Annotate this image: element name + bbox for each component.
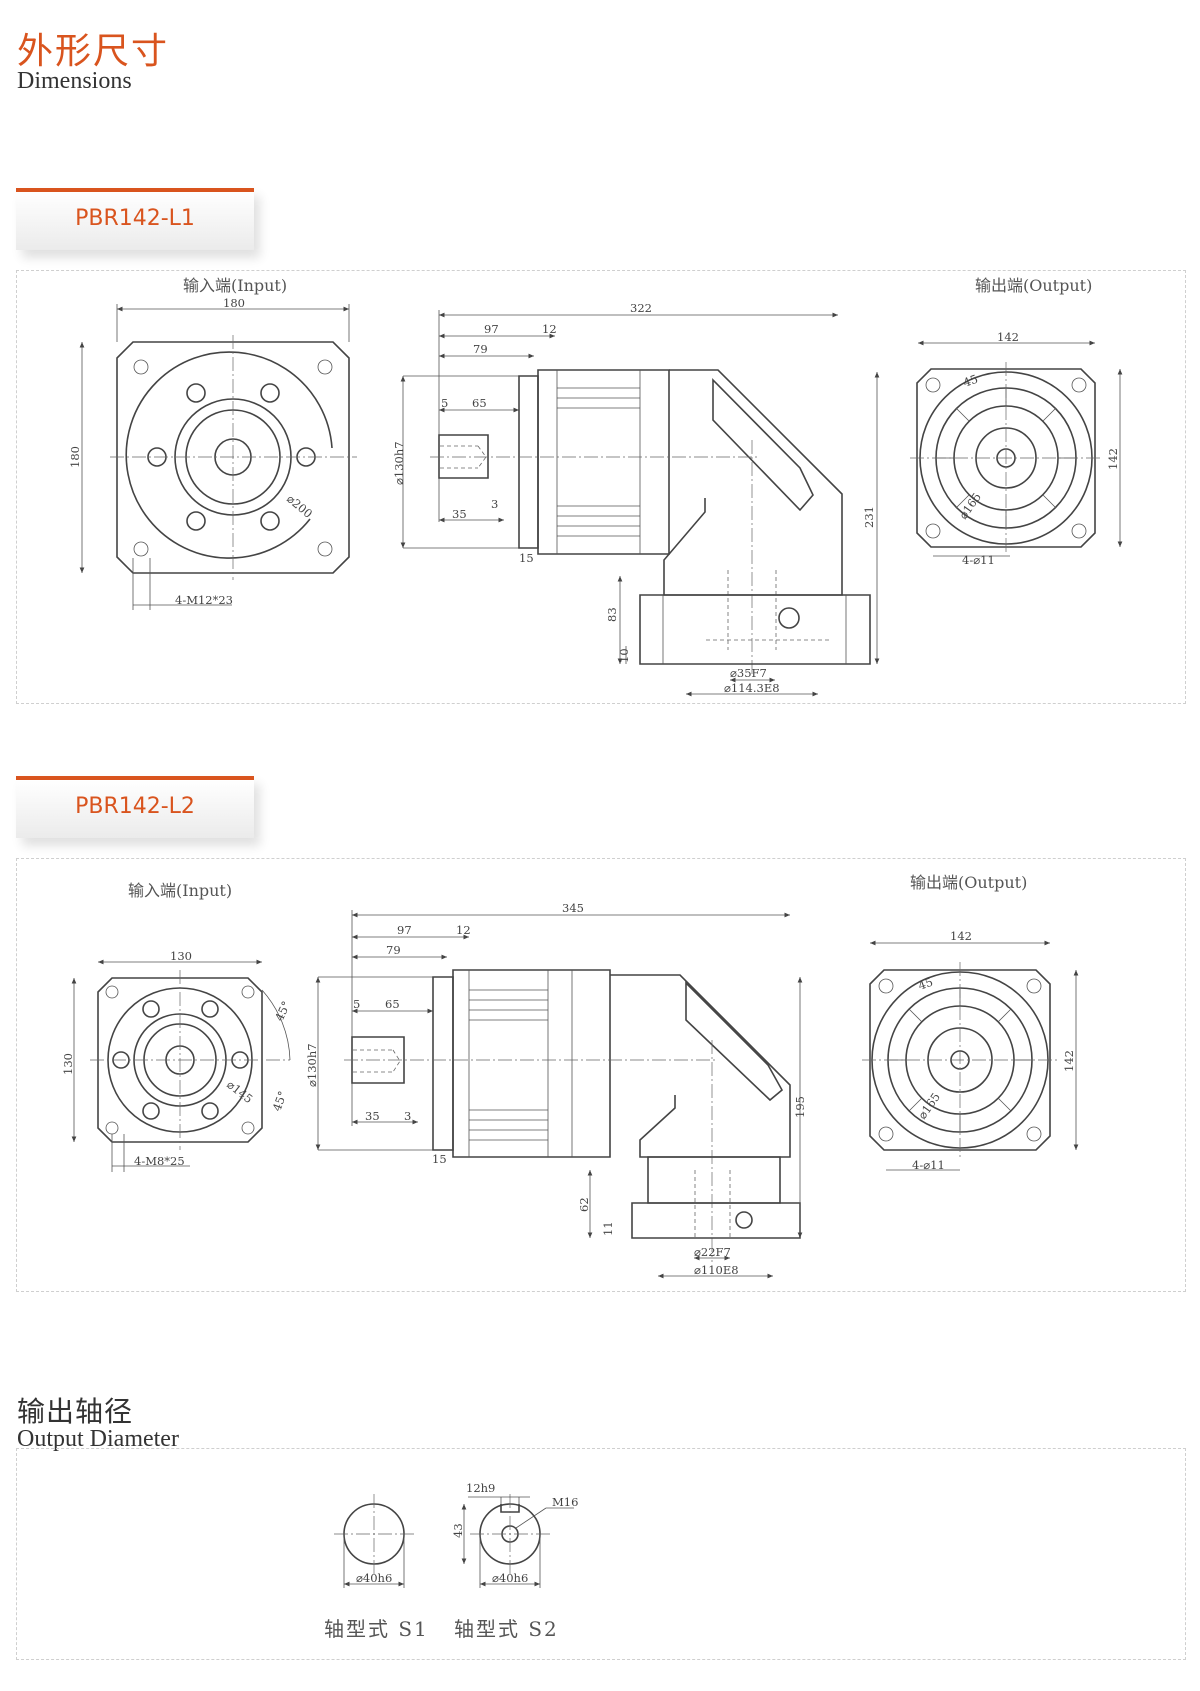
dim-input-height: 180	[68, 446, 82, 468]
dim-3: 3	[491, 497, 498, 511]
dim-out-holes: 4-⌀11	[962, 553, 995, 567]
dim-35: 35	[365, 1109, 380, 1123]
dim-out-pcd: ⌀165	[956, 490, 984, 522]
input-flange-square	[116, 341, 350, 574]
dim-10: 10	[617, 648, 631, 663]
dim-angle-a: 45°	[272, 999, 293, 1023]
input-label: 输入端(Input)	[183, 276, 287, 295]
l2-side-view: 345 97 12 79 5 65 ⌀130h7 195 62 11 15 35	[305, 901, 807, 1279]
dim-total-length: 345	[562, 901, 584, 915]
drawing-panel-shafts	[16, 1448, 1186, 1660]
input-shaft	[438, 434, 489, 479]
dim-65: 65	[385, 997, 400, 1011]
gear-housing	[663, 369, 843, 596]
dim-15: 15	[519, 551, 534, 565]
dim-total-length: 322	[630, 301, 652, 315]
dim-3: 3	[404, 1109, 411, 1123]
section-title-cn: 外形尺寸	[17, 31, 170, 72]
dim-pilot: ⌀130h7	[392, 441, 406, 485]
output-square-flange	[869, 969, 1051, 1151]
output-flange	[631, 1202, 801, 1239]
shaft-s2: ⌀40h6 12h9 43 M16 轴型式 S2	[451, 1481, 578, 1641]
l1-input-view: 输入端(Input) 180 180 ⌀200 4-M12*23	[68, 276, 357, 610]
model-tab-l2: PBR142-L2	[16, 776, 254, 838]
dim-out-holes: 4-⌀11	[912, 1158, 945, 1172]
dim-bore: ⌀35F7	[730, 666, 767, 680]
l2-input-view: 输入端(Input) 130 130 45° 45° ⌀145 4-M8*25	[61, 881, 293, 1172]
dim-79: 79	[386, 943, 401, 957]
output-label: 输出端(Output)	[910, 873, 1027, 892]
output-square-flange	[916, 368, 1096, 548]
motor-adapter-body	[452, 969, 611, 1158]
l2-output-view: 输出端(Output) 142 142 45 ⌀165 4-⌀11	[862, 873, 1079, 1172]
shaft-s2-dia: ⌀40h6	[492, 1571, 528, 1585]
model-name-label: PBR142-L1	[75, 206, 195, 231]
dim-35: 35	[452, 507, 467, 521]
dim-out-size: 142	[950, 929, 972, 943]
output-flange	[639, 594, 871, 665]
dim-62: 62	[577, 1197, 591, 1212]
dim-83: 83	[605, 607, 619, 622]
shaft-s1-dia: ⌀40h6	[356, 1571, 392, 1585]
tab-background	[16, 776, 254, 838]
dim-11: 11	[601, 1221, 615, 1236]
dim-angle-b: 45°	[270, 1089, 290, 1113]
dim-input-height: 130	[61, 1053, 75, 1075]
dim-flange: ⌀114.3E8	[724, 681, 780, 695]
output-diameter-title-en: Output Diameter	[17, 1426, 179, 1452]
dim-97: 97	[484, 322, 499, 336]
l1-side-view: 322 97 12 79 5 65 ⌀130h7 231 83 10 15	[392, 301, 880, 697]
model-tab-l1: PBR142-L1	[16, 188, 254, 250]
l1-output-view: 输出端(Output) 142 142 45 ⌀165 4-⌀11	[910, 276, 1123, 567]
shaft-s1: ⌀40h6 轴型式 S1	[324, 1494, 429, 1641]
dim-flange: ⌀110E8	[694, 1263, 739, 1277]
dim-97: 97	[397, 923, 412, 937]
dim-pcd: ⌀145	[224, 1077, 255, 1106]
dim-height: 231	[862, 506, 876, 528]
output-diameter-title-cn: 输出轴径	[17, 1395, 134, 1428]
dim-input-width: 180	[223, 296, 245, 310]
dim-pcd: ⌀200	[284, 492, 315, 521]
gear-housing	[610, 974, 791, 1158]
input-flange-circle	[125, 351, 333, 559]
dim-holes: 4-M8*25	[134, 1154, 185, 1168]
output-label: 输出端(Output)	[975, 276, 1092, 295]
dim-holes: 4-M12*23	[175, 593, 233, 607]
dim-12: 12	[456, 923, 471, 937]
shaft-s1-label: 轴型式 S1	[324, 1617, 429, 1641]
dim-bore: ⌀22F7	[694, 1245, 731, 1259]
shaft-s2-key: 12h9	[466, 1481, 495, 1495]
dim-5: 5	[353, 997, 360, 1011]
dim-out-angle: 45	[916, 975, 935, 993]
shaft-s2-thread: M16	[552, 1495, 578, 1509]
dim-12: 12	[542, 322, 557, 336]
input-flange-square	[97, 977, 263, 1143]
tab-background	[16, 188, 254, 250]
dim-out-size-v: 142	[1106, 448, 1120, 470]
dim-5: 5	[441, 396, 448, 410]
drawing-panel-l2	[16, 858, 1186, 1292]
dim-out-angle: 45	[961, 372, 980, 390]
input-shaft	[351, 1036, 405, 1084]
dim-79: 79	[473, 342, 488, 356]
dim-height: 195	[793, 1096, 807, 1118]
input-label: 输入端(Input)	[128, 881, 232, 900]
model-name-label: PBR142-L2	[75, 794, 195, 819]
dim-input-width: 130	[170, 949, 192, 963]
dim-65: 65	[472, 396, 487, 410]
drawing-panel-l1	[16, 270, 1186, 704]
dim-out-size-v: 142	[1062, 1050, 1076, 1072]
shaft-s2-label: 轴型式 S2	[454, 1617, 559, 1641]
dim-pilot: ⌀130h7	[305, 1043, 319, 1087]
shaft-s2-height: 43	[451, 1523, 465, 1538]
dim-out-size: 142	[997, 330, 1019, 344]
section-title-en: Dimensions	[17, 68, 132, 94]
dim-15: 15	[432, 1152, 447, 1166]
